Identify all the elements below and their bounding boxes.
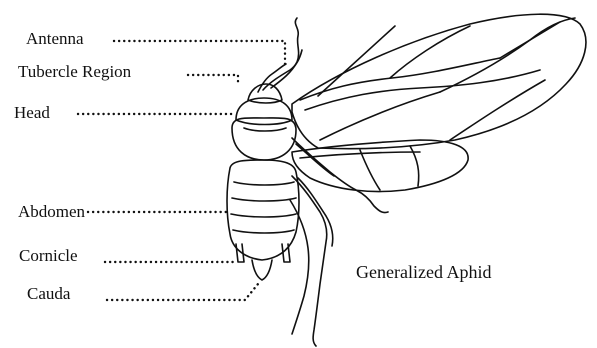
cornicle-left (236, 244, 244, 262)
cornicle-right (282, 244, 290, 262)
forewing (292, 14, 586, 148)
leader-tubercle (188, 75, 238, 85)
leader-lines (78, 41, 285, 300)
leader-antenna (114, 41, 285, 68)
leg-hind (290, 200, 309, 334)
cauda (252, 260, 272, 280)
head (236, 98, 292, 125)
leader-cauda (107, 284, 258, 300)
